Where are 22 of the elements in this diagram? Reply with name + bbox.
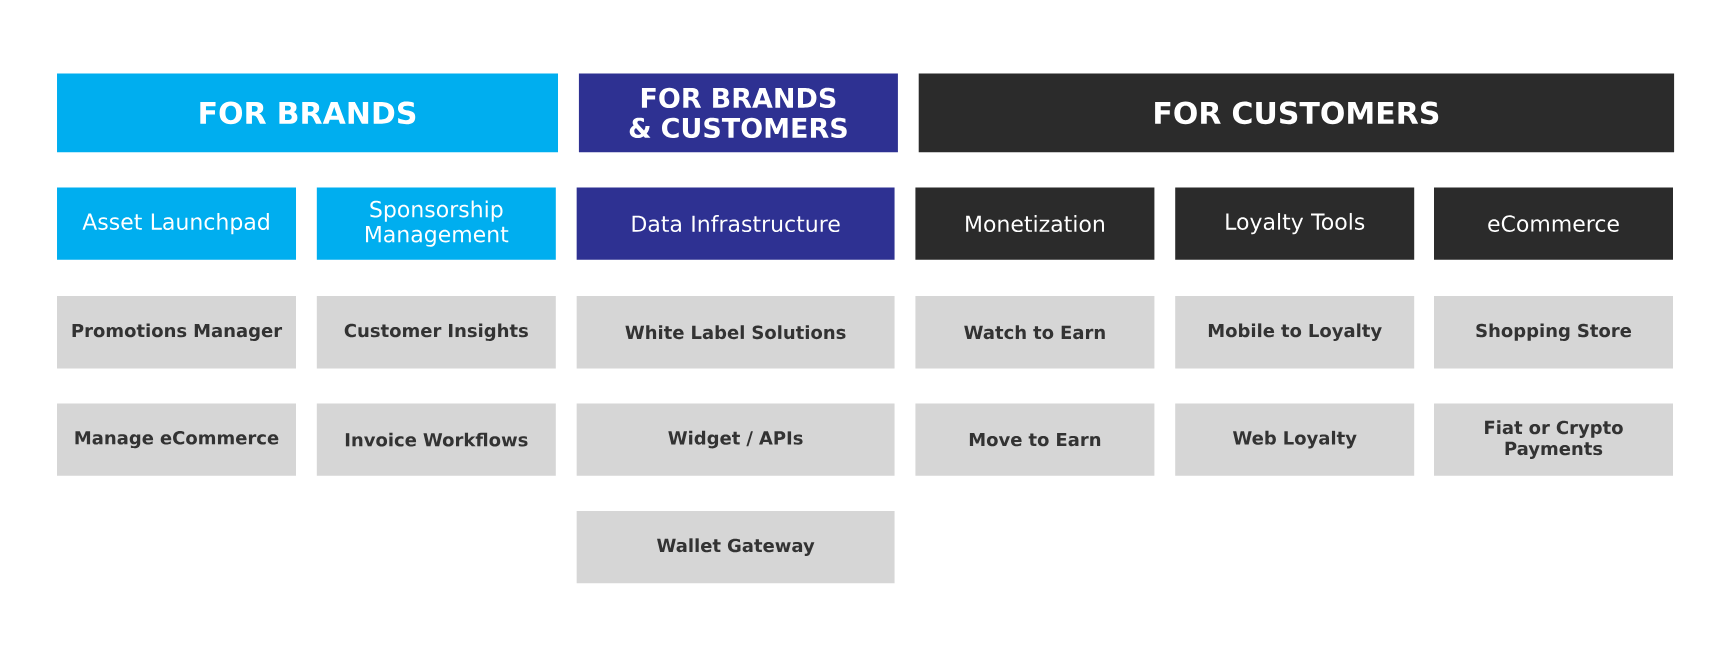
feature-box: Web Loyalty bbox=[1175, 403, 1415, 476]
category-box: eCommerce bbox=[1434, 187, 1673, 260]
feature-box: Promotions Manager bbox=[57, 296, 296, 369]
feature-box: Customer Insights bbox=[316, 296, 556, 369]
feature-box: Wallet Gateway bbox=[576, 510, 895, 584]
category-box: Sponsorship Management bbox=[316, 187, 556, 260]
category-box: Data Infrastructure bbox=[576, 187, 895, 260]
header-banner: FOR BRANDS & CUSTOMERS bbox=[578, 73, 898, 153]
header-banner: FOR CUSTOMERS bbox=[918, 73, 1675, 153]
category-box: Loyalty Tools bbox=[1175, 187, 1415, 260]
category-box: Monetization bbox=[915, 187, 1155, 260]
category-box: Asset Launchpad bbox=[57, 187, 296, 260]
feature-box: Move to Earn bbox=[915, 403, 1155, 476]
feature-box: Shopping Store bbox=[1434, 296, 1673, 369]
feature-box: Widget / APIs bbox=[576, 403, 895, 476]
feature-box: White Label Solutions bbox=[576, 296, 895, 369]
feature-box: Invoice Workflows bbox=[316, 403, 556, 476]
feature-box: Mobile to Loyalty bbox=[1175, 296, 1415, 369]
feature-box: Manage eCommerce bbox=[57, 403, 296, 476]
header-banner: FOR BRANDS bbox=[57, 73, 558, 153]
feature-box: Fiat or Crypto Payments bbox=[1434, 403, 1673, 476]
feature-box: Watch to Earn bbox=[915, 296, 1155, 369]
